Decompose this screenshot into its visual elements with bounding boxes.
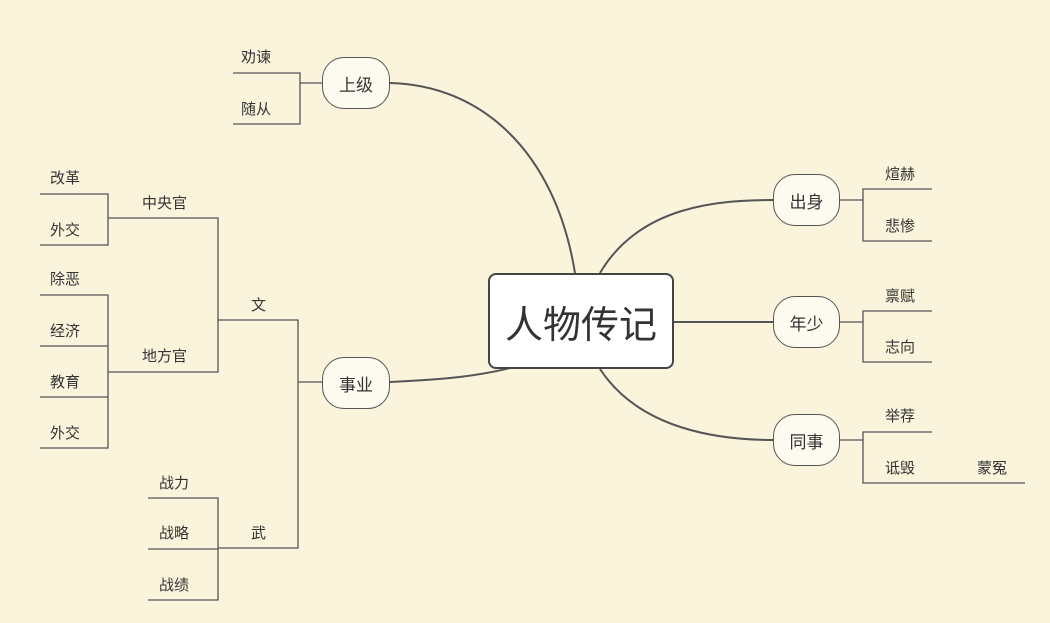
subtopic-talent[interactable]: 禀赋 bbox=[885, 287, 916, 305]
subtopic-wronged[interactable]: 蒙冤 bbox=[977, 459, 1008, 477]
subtopic-military[interactable]: 武 bbox=[251, 524, 267, 542]
subtopic-slander[interactable]: 诋毁 bbox=[885, 459, 916, 477]
subtopic-local-official[interactable]: 地方官 bbox=[142, 347, 188, 365]
subtopic-miserable[interactable]: 悲惨 bbox=[885, 217, 916, 235]
subtopic-prominent[interactable]: 煊赫 bbox=[885, 165, 916, 183]
connector-center-superior bbox=[389, 82, 576, 274]
topic-superior[interactable]: 上级 bbox=[322, 57, 390, 109]
subtopic-reform[interactable]: 改革 bbox=[50, 169, 81, 187]
topic-career[interactable]: 事业 bbox=[322, 357, 390, 409]
connector-center-career bbox=[389, 367, 511, 383]
topic-colleague[interactable]: 同事 bbox=[773, 414, 840, 466]
subtopic-remonstrate[interactable]: 劝谏 bbox=[241, 48, 272, 66]
subtopic-combat-power[interactable]: 战力 bbox=[159, 474, 190, 492]
subtopic-education[interactable]: 教育 bbox=[50, 373, 81, 391]
connector-center-origin bbox=[599, 199, 774, 274]
subtopic-diplomacy-local[interactable]: 外交 bbox=[50, 424, 81, 442]
topic-youth[interactable]: 年少 bbox=[773, 296, 840, 348]
subtopic-eliminate-evil[interactable]: 除恶 bbox=[50, 270, 81, 288]
subtopic-economy[interactable]: 经济 bbox=[50, 322, 81, 340]
subtopic-central-official[interactable]: 中央官 bbox=[142, 194, 188, 212]
connector-center-colleague bbox=[599, 368, 774, 441]
subtopic-aspiration[interactable]: 志向 bbox=[885, 338, 916, 356]
subtopic-strategy[interactable]: 战略 bbox=[159, 524, 190, 542]
central-topic[interactable]: 人物传记 bbox=[488, 273, 674, 369]
subtopic-achievements[interactable]: 战绩 bbox=[159, 576, 190, 594]
subtopic-diplomacy-central[interactable]: 外交 bbox=[50, 221, 81, 239]
subtopic-follower[interactable]: 随从 bbox=[241, 100, 272, 118]
subtopic-civil[interactable]: 文 bbox=[251, 296, 267, 314]
topic-origin[interactable]: 出身 bbox=[773, 174, 840, 226]
subtopic-recommend[interactable]: 举荐 bbox=[885, 407, 916, 425]
